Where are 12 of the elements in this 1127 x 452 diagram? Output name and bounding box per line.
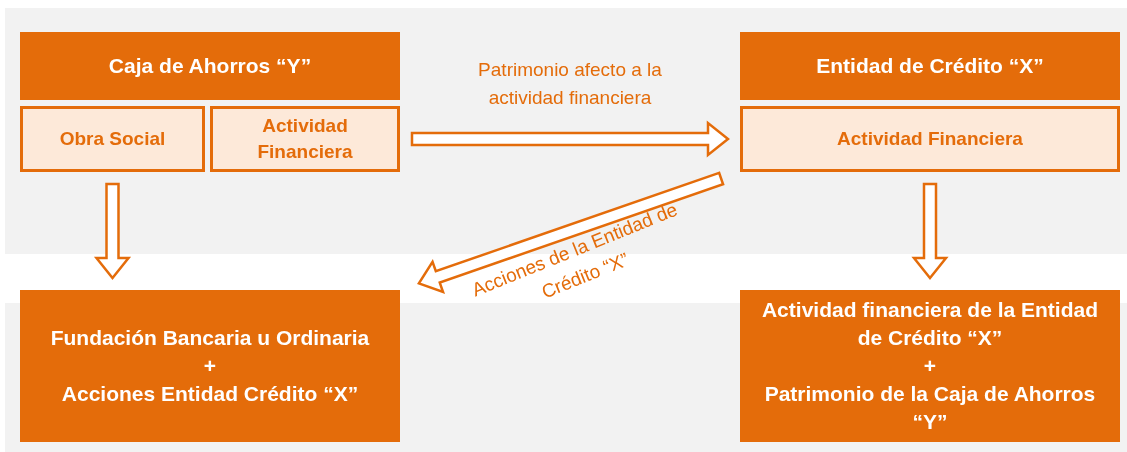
title-box: Caja de Ahorros “Y” (20, 32, 400, 100)
title-box: Entidad de Crédito “X” (740, 32, 1120, 100)
block-arrow (410, 120, 730, 158)
block-arrow (93, 182, 132, 280)
block-arrow (417, 171, 725, 295)
title-box: Fundación Bancaria u Ordinaria + Acciones Entidad Crédito “X” (20, 290, 400, 442)
sub-box: Obra Social (20, 106, 205, 172)
sub-box: Actividad Financiera (210, 106, 400, 172)
block-arrow (911, 182, 949, 280)
title-box: Actividad financiera de la Entidad de Crédito “X” + Patrimonio de la Caja de Ahorros “Y” (740, 290, 1120, 442)
edge-label: Patrimonio afecto a la actividad financiera (477, 58, 663, 110)
sub-box: Actividad Financiera (740, 106, 1120, 172)
